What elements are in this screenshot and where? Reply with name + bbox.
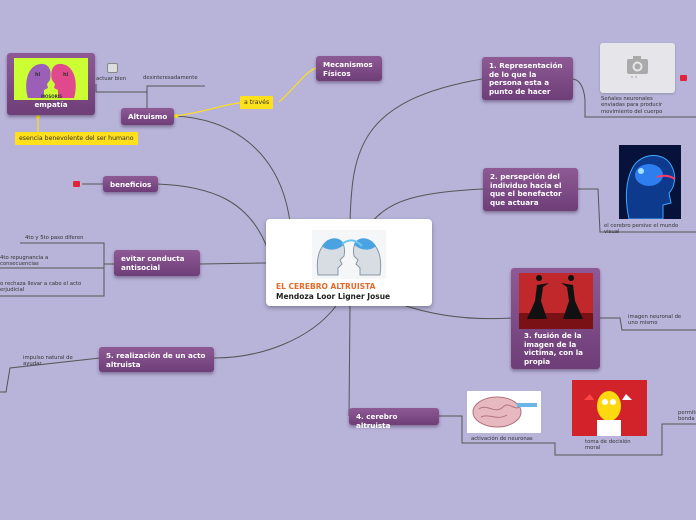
node-evitar-label: evitar conducta antisocial [121, 254, 185, 272]
svg-text:MOSORIS: MOSORIS [41, 94, 62, 99]
central-title: EL CEREBRO ALTRUISTA [276, 282, 376, 291]
node-cerebro-label: 4. cerebro altruista [356, 412, 398, 430]
node-persepcion-label: 2. persepción del individuo hacia el que… [490, 172, 562, 207]
note-percibe: el cerebro persive el mundo visual [604, 223, 679, 236]
svg-text:hi: hi [63, 72, 69, 78]
node-beneficios-label: beneficios [110, 180, 152, 189]
brain-heads-icon [312, 230, 386, 279]
red-tag-icon [73, 181, 80, 187]
node-mecanismos-fisicos[interactable]: Mecanismos Físicos [316, 56, 382, 81]
node-persepcion[interactable]: 2. persepción del individuo hacia el que… [483, 168, 578, 211]
note-repugnancia: 4to repugnancia a consecuencias [0, 255, 49, 268]
node-representacion[interactable]: 1. Representación de lo que la persona e… [482, 57, 573, 100]
brain-icon [467, 391, 541, 433]
note-toma-decision: toma de decisión moral [585, 439, 631, 452]
node-cerebro-altruista[interactable]: 4. cerebro altruista [349, 408, 439, 429]
node-beneficios[interactable]: beneficios [103, 176, 158, 192]
svg-text:hi: hi [35, 72, 41, 78]
node-altruismo[interactable]: Altruismo [121, 108, 174, 125]
red-tag-icon [680, 75, 687, 81]
note-activacion: activación de neuronas [471, 436, 533, 442]
central-topic[interactable]: EL CEREBRO ALTRUISTA Mendoza Loor Ligner… [266, 219, 432, 306]
node-empatia[interactable]: hi hi MOSORIS empatía [7, 53, 95, 115]
note-permite: permite bonda [678, 410, 696, 423]
note-impulso: impulso natural de ayudar [23, 355, 73, 368]
homer-icon [572, 380, 647, 436]
node-evitar-conducta[interactable]: evitar conducta antisocial [114, 250, 200, 276]
node-fusion-imagen[interactable]: 3. fusión de la imagen de la victima, co… [511, 268, 600, 369]
note-desinteresadamente: desinteresadamente [143, 75, 198, 81]
image-placeholder [600, 43, 675, 93]
note-imagen-neuronal: imagen neuronal de uno mismo [628, 314, 682, 327]
note-cuarto-quinto: 4to y 5to paso diferen [25, 235, 84, 241]
note-actuar-bien: actuar bien [96, 76, 127, 82]
camera-icon [627, 56, 648, 78]
label-esencia[interactable]: esencia benevolente del ser humano [15, 132, 138, 145]
node-empatia-label: empatía [34, 100, 68, 109]
note-icon[interactable] [107, 63, 118, 73]
label-a-traves[interactable]: a través [240, 96, 274, 109]
node-realizacion-label: 5. realización de un acto altruista [106, 351, 206, 369]
node-fusion-label: 3. fusión de la imagen de la victima, co… [524, 331, 584, 366]
node-realizacion-acto[interactable]: 5. realización de un acto altruista [99, 347, 214, 372]
node-altruismo-label: Altruismo [128, 112, 168, 121]
note-rechaza: o rechaza llevar a cabo el acto erjudici… [0, 281, 82, 294]
neural-head-icon [619, 145, 681, 219]
note-senales: Señales neuronales enviadas para produci… [601, 96, 663, 115]
dancers-icon [519, 273, 593, 329]
node-representacion-label: 1. Representación de lo que la persona e… [489, 61, 563, 96]
central-subtitle: Mendoza Loor Ligner Josue [276, 292, 391, 301]
node-mecanismos-label: Mecanismos Físicos [323, 60, 373, 78]
empathy-heads-icon: hi hi MOSORIS [14, 58, 88, 100]
